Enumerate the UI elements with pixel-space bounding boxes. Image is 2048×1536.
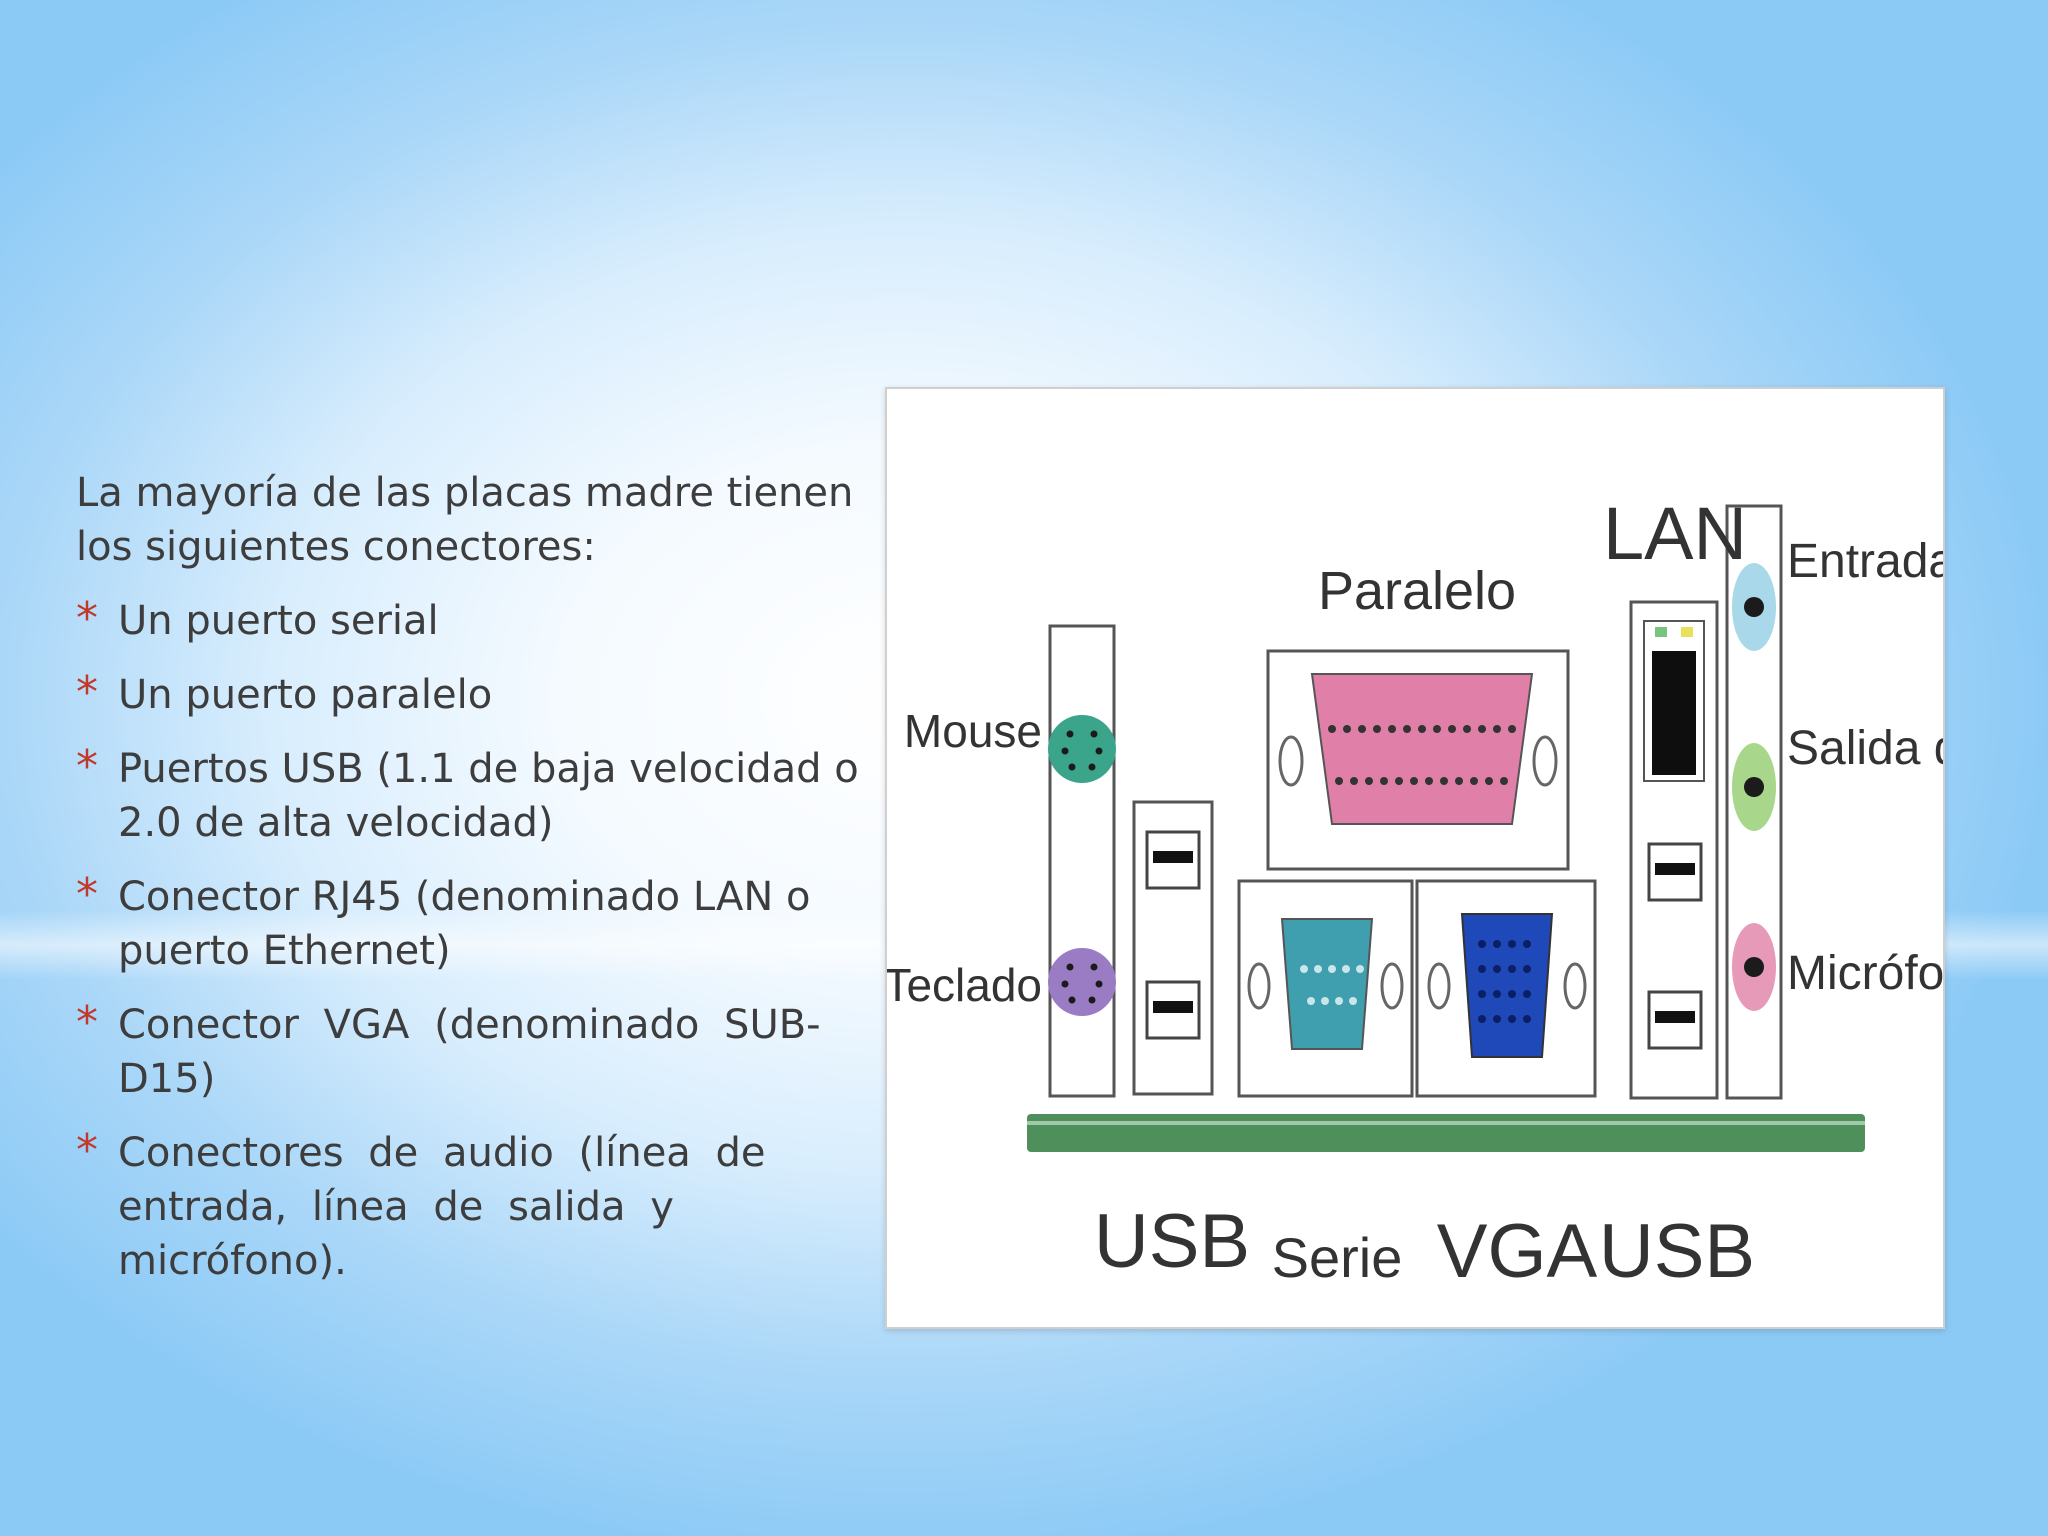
bullet-star: * — [76, 593, 98, 644]
parallel-port — [1310, 673, 1534, 825]
label-paralelo: Paralelo — [1318, 561, 1516, 621]
screw-icon — [1427, 962, 1451, 1010]
connector-diagram: Mouse Teclado Paralelo LAN Entrada de lí… — [885, 387, 1945, 1329]
bullet-star: * — [76, 869, 98, 920]
screw-icon — [1278, 735, 1304, 787]
label-entrada: Entrada de línea — [1787, 535, 1943, 588]
label-usb-left: USB — [1094, 1199, 1250, 1284]
vga-port — [1460, 913, 1554, 1058]
board-strip — [1027, 1114, 1865, 1152]
lan-port — [1652, 651, 1696, 775]
list-item: *Un puerto serial — [76, 593, 439, 644]
board-highlight — [1027, 1121, 1865, 1125]
label-teclado: Teclado — [887, 959, 1042, 1011]
label-microfono: Micrófono — [1787, 947, 1943, 1000]
intro-paragraph: La mayoría de las placas madre tienen lo… — [76, 470, 854, 570]
list-item: *Conector VGA (denominado SUB-D15) — [76, 997, 821, 1102]
serial-port — [1280, 918, 1374, 1050]
label-mouse: Mouse — [904, 705, 1042, 757]
screw-icon — [1247, 962, 1271, 1010]
list-item: *Conectores de audio (línea de entrada, … — [76, 1125, 766, 1284]
bullet-star: * — [76, 997, 98, 1048]
vga-pins — [1478, 940, 1531, 1023]
label-lan: LAN — [1603, 492, 1747, 575]
ps2-bracket — [1048, 624, 1116, 1098]
list-item: *Puertos USB (1.1 de baja velocidad o 2.… — [76, 741, 859, 846]
label-serie: Serie — [1272, 1226, 1403, 1289]
io-panel-illustration: Mouse Teclado Paralelo LAN Entrada de lí… — [887, 492, 1943, 1294]
parallel-pins — [1328, 725, 1516, 785]
ps2-pins — [1061, 730, 1103, 1004]
bullet-star: * — [76, 667, 98, 718]
list-item: *Conector RJ45 (denominado LAN o puerto … — [76, 869, 811, 974]
slide-text: La mayoría de las placas madre tienen lo… — [76, 466, 876, 1308]
screw-icon — [1563, 962, 1587, 1010]
screw-icon — [1380, 962, 1404, 1010]
connector-list: *Un puerto serial *Un puerto paralelo *P… — [76, 593, 876, 1288]
label-usb-right: USB — [1599, 1209, 1755, 1294]
label-salida: Salida de línea — [1787, 722, 1943, 775]
led-yellow — [1681, 627, 1693, 637]
bullet-star: * — [76, 741, 98, 792]
bullet-star: * — [76, 1125, 98, 1176]
screw-icon — [1532, 735, 1558, 787]
keyboard-port — [1048, 948, 1116, 1016]
mouse-port — [1048, 715, 1116, 783]
led-green — [1655, 627, 1667, 637]
label-vga: VGA — [1437, 1209, 1598, 1294]
list-item: *Un puerto paralelo — [76, 667, 493, 718]
serial-pins — [1300, 965, 1364, 1005]
